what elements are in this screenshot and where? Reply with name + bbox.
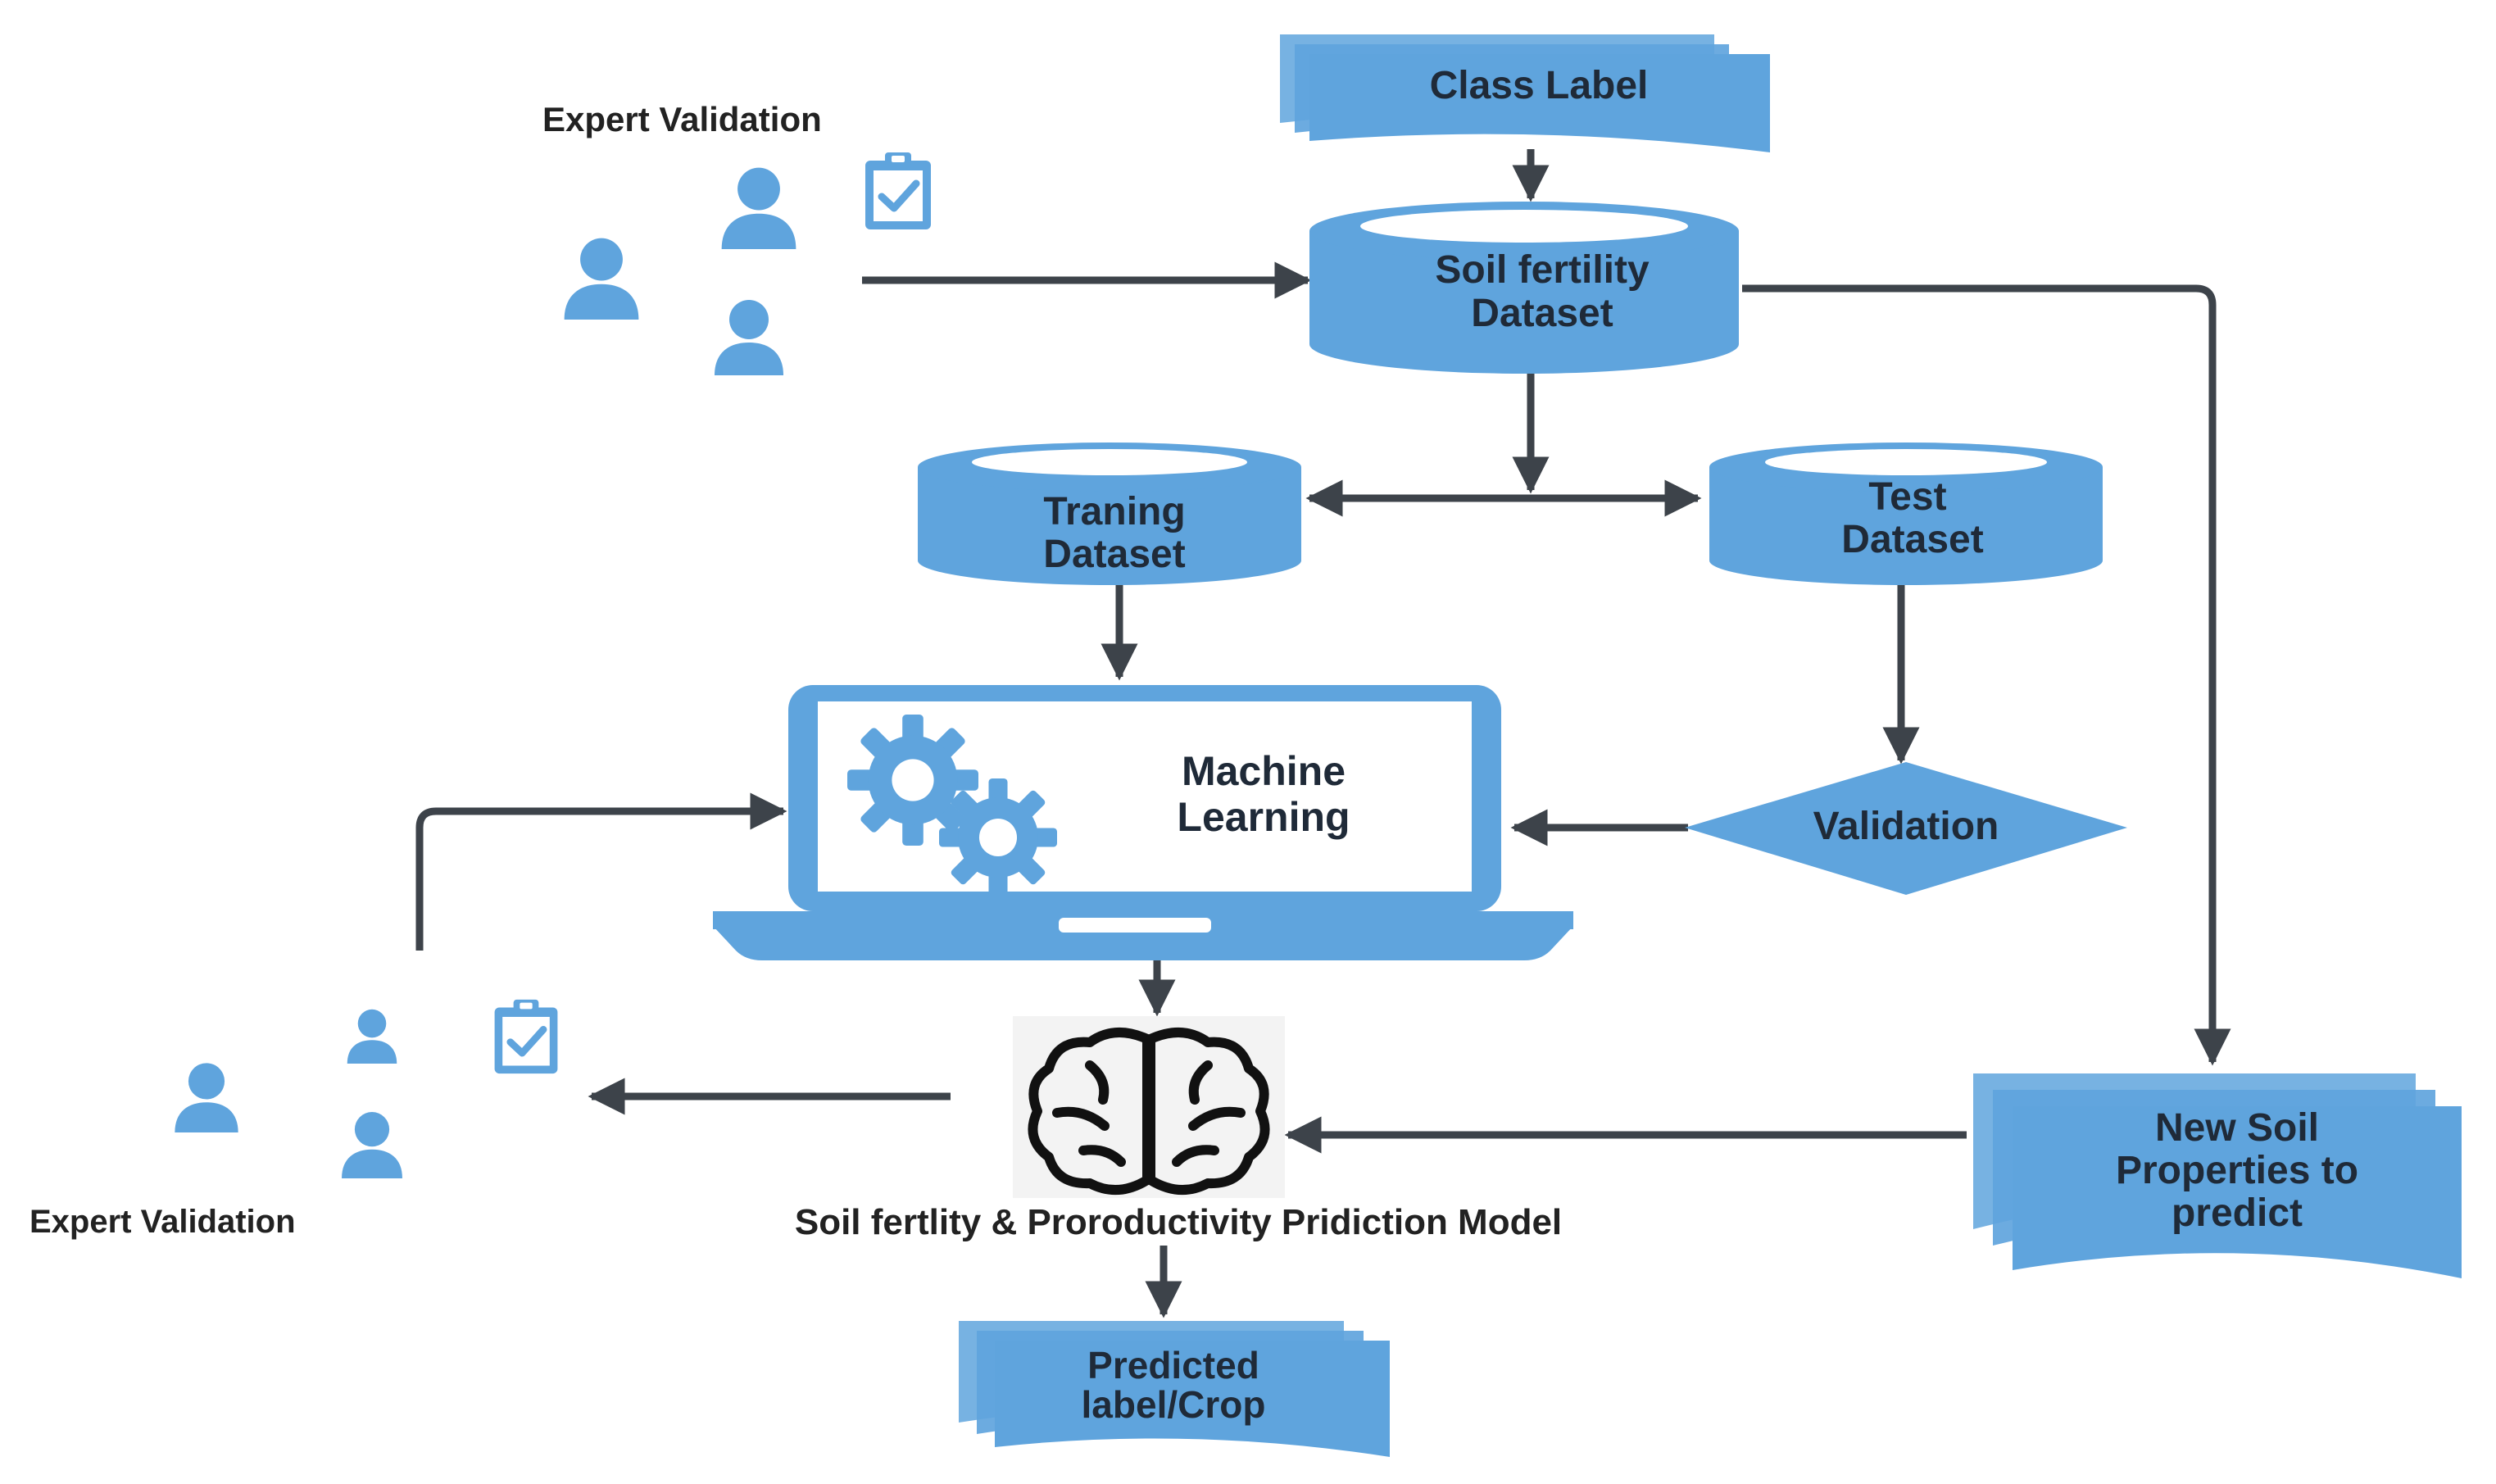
new-soil-line3: predict <box>2172 1191 2303 1235</box>
user-icon <box>564 238 639 320</box>
validation-diamond <box>1685 762 2127 895</box>
validation-text: Validation <box>1813 805 1999 848</box>
test-dataset-line1: Test <box>1868 475 1946 519</box>
database-icon <box>1709 442 2103 585</box>
class-label-text: Class Label <box>1430 64 1649 107</box>
user-icon <box>342 1112 402 1178</box>
machine-learning-node: Machine Learning <box>713 685 1573 960</box>
laptop-icon <box>713 685 1573 960</box>
training-dataset-line1: Traning <box>1043 490 1185 533</box>
model-caption: Soil fertlity & Proroductivity Pridictio… <box>795 1202 1562 1242</box>
predicted-line1: Predicted <box>1087 1344 1259 1386</box>
machine-learning-line2: Learning <box>1177 794 1350 840</box>
arrow-dataset-to-newsoil <box>1742 284 2231 1066</box>
arrow-feedback-to-ml <box>415 792 787 951</box>
user-icon <box>715 300 783 375</box>
expert-validation-top-group: Expert Validation <box>542 100 931 375</box>
test-dataset-node: Test Dataset <box>1709 442 2103 585</box>
document-stack-icon <box>1973 1073 2462 1278</box>
new-soil-node: New Soil Properties to predict <box>1973 1073 2462 1278</box>
user-icon <box>721 167 796 249</box>
expert-validation-top-label: Expert Validation <box>542 100 822 138</box>
expert-validation-bottom-group: Expert Validation <box>29 1000 557 1240</box>
connectors <box>415 149 2231 1318</box>
expert-validation-bottom-label: Expert Validation <box>29 1204 296 1240</box>
training-dataset-line2: Dataset <box>1043 533 1185 576</box>
new-soil-line2: Properties to <box>2116 1149 2358 1192</box>
test-dataset-line2: Dataset <box>1841 518 1983 561</box>
database-icon <box>1309 202 1739 374</box>
predicted-node: Predicted label/Crop <box>959 1321 1390 1457</box>
new-soil-line1: New Soil <box>2155 1106 2319 1150</box>
validation-node: Validation <box>1685 762 2127 895</box>
document-stack-icon <box>959 1321 1390 1457</box>
prediction-model-node: Soil fertlity & Proroductivity Pridictio… <box>795 1016 1562 1242</box>
brain-icon <box>1028 1027 1270 1196</box>
user-icon <box>347 1009 397 1064</box>
class-label-node: Class Label <box>1280 34 1770 152</box>
training-dataset-node: Traning Dataset <box>918 442 1301 585</box>
machine-learning-line1: Machine <box>1182 748 1346 794</box>
database-icon <box>918 442 1301 585</box>
soil-dataset-node: Soil fertility Dataset <box>1309 202 1739 374</box>
predicted-line2: label/Crop <box>1082 1383 1266 1426</box>
soil-dataset-line2: Dataset <box>1471 292 1613 335</box>
clipboard-check-icon <box>865 152 931 229</box>
clipboard-check-icon <box>495 1000 558 1073</box>
soil-dataset-line1: Soil fertility <box>1435 248 1650 292</box>
document-stack-icon <box>1280 34 1770 152</box>
user-icon <box>175 1063 238 1132</box>
